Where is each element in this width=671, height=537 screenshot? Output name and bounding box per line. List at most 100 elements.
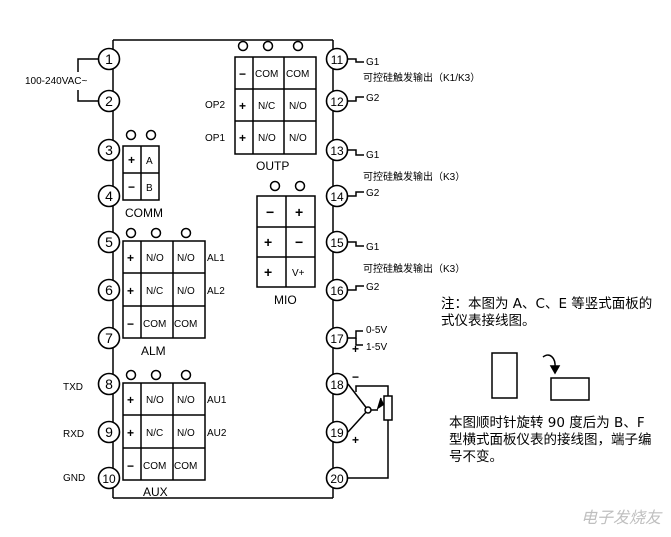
alm-side-2: AL2 — [207, 286, 225, 297]
mio-r3-c1: + — [264, 264, 272, 280]
alm-r2-c1: N/C — [146, 286, 163, 297]
outp-side-op2: OP2 — [205, 100, 225, 111]
terminal-17-circle — [325, 326, 349, 350]
aux-r2-c2: N/O — [177, 428, 195, 439]
terminal-2-circle — [97, 89, 121, 113]
g2-label-12: G2 — [366, 93, 380, 104]
comm-cell-b: B — [146, 183, 153, 194]
mio-r2-c1: + — [264, 234, 272, 250]
comm-title: COMM — [125, 206, 163, 220]
terminal-10-label: 10 — [102, 472, 116, 486]
right-stubs — [348, 58, 364, 346]
scr-output-k3-a: 可控硅触发输出（K3） — [363, 170, 465, 183]
terminal-14-label: 14 — [330, 190, 344, 204]
mio-r2-c2: − — [295, 234, 303, 250]
comm-block: + − A B COMM — [122, 129, 163, 220]
scr-output-k3-b: 可控硅触发输出（K3） — [363, 262, 465, 275]
terminal-5-circle — [97, 230, 121, 254]
terminal-6-label: 6 — [105, 282, 113, 298]
comm-sign-b: − — [128, 180, 135, 194]
terminal-11-label: 11 — [331, 53, 344, 67]
alm-sign-1: + — [127, 251, 134, 265]
left-terminals: 1 2 3 4 5 6 7 8 9 10 — [97, 47, 121, 490]
aux-side-2: AU2 — [207, 428, 227, 439]
aux-sign-1: + — [127, 393, 134, 407]
sensor-plus: + — [352, 433, 359, 447]
g1-label-13: G1 — [366, 150, 380, 161]
terminal-5-label: 5 — [105, 234, 113, 250]
aux-sign-3: − — [127, 459, 134, 473]
terminal-16-circle — [325, 278, 349, 302]
alm-block: + + − N/O N/O N/C N/O COM COM AL1 AL2 AL… — [122, 227, 225, 358]
terminal-8-label: 8 — [105, 376, 113, 392]
aux-sign-2: + — [127, 426, 134, 440]
aux-side-1: AU1 — [207, 395, 227, 406]
alm-side-1: AL1 — [207, 253, 225, 264]
terminal-18-circle — [325, 372, 349, 396]
g2-label-16: G2 — [366, 282, 380, 293]
terminal-4-circle — [97, 184, 121, 208]
terminal-9-label: 9 — [105, 424, 113, 440]
terminal-1-circle — [97, 47, 121, 71]
terminal-6-circle — [97, 278, 121, 302]
aux-r1-c2: N/O — [177, 395, 195, 406]
alm-r3-c1: COM — [143, 319, 166, 330]
alm-r2-c2: N/O — [177, 286, 195, 297]
outp-sign-1: − — [239, 67, 246, 81]
alm-r3-c2: COM — [174, 319, 197, 330]
outp-r2-c1: N/C — [258, 101, 275, 112]
outp-r1-c2: COM — [286, 69, 309, 80]
terminal-18-label: 18 — [330, 378, 344, 392]
outp-block: − + + COM COM N/C N/O N/O N/O OP2 OP1 OU… — [205, 40, 317, 173]
terminal-19-label: 19 — [330, 426, 344, 440]
terminal-7-label: 7 — [105, 330, 113, 346]
terminal-20-label: 20 — [330, 472, 344, 486]
outp-r3-c1: N/O — [258, 133, 276, 144]
terminal-4-label: 4 — [105, 188, 113, 204]
aux-block: + + − N/O N/O N/C N/O COM COM AU1 AU2 AU… — [122, 369, 227, 499]
power-wire — [77, 58, 98, 102]
mio-title: MIO — [274, 293, 297, 307]
outp-side-op1: OP1 — [205, 133, 225, 144]
terminal-9-circle — [97, 420, 121, 444]
comm-cell-a: A — [146, 156, 153, 167]
terminal-3-label: 3 — [105, 142, 113, 158]
alm-title: ALM — [141, 344, 166, 358]
v05-label: 0-5V — [366, 325, 387, 336]
terminal-20-circle — [325, 466, 349, 490]
terminal-11-circle — [325, 47, 349, 71]
aux-title: AUX — [143, 485, 168, 499]
terminal-2-label: 2 — [105, 93, 113, 109]
terminal-13-label: 13 — [330, 144, 344, 158]
sensor-minus: − — [352, 370, 359, 384]
vertical-panel-icon — [491, 352, 518, 399]
alm-sign-3: − — [127, 317, 134, 331]
comm-screw-1 — [125, 129, 137, 141]
panel-orientation-icons — [491, 352, 590, 401]
alm-sign-2: + — [127, 284, 134, 298]
gnd-label: GND — [63, 473, 85, 484]
watermark: 电子发烧友 — [580, 508, 661, 527]
terminal-17-label: 17 — [330, 332, 344, 346]
note-vertical-panel: 注：本图为 A、C、E 等竖式面板的式仪表接线图。 — [441, 296, 653, 329]
alm-r1-c1: N/O — [146, 253, 164, 264]
sensor-wiring — [347, 383, 393, 479]
v-plus: + — [352, 342, 359, 356]
power-label: 100-240VAC~ — [25, 76, 88, 87]
aux-r1-c1: N/O — [146, 395, 164, 406]
terminal-15-circle — [325, 230, 349, 254]
g1-label-15: G1 — [366, 242, 380, 253]
outp-r1-c1: COM — [255, 69, 278, 80]
terminal-13-circle — [325, 138, 349, 162]
mio-block: − + + − + V+ MIO — [256, 180, 316, 307]
aux-r3-c1: COM — [143, 461, 166, 472]
g1-label-11: G1 — [366, 57, 380, 68]
outp-title: OUTP — [256, 159, 289, 173]
mio-r1-c1: − — [266, 204, 274, 220]
outp-r3-c2: N/O — [289, 133, 307, 144]
outp-r2-c2: N/O — [289, 101, 307, 112]
terminal-1-label: 1 — [105, 51, 113, 67]
outp-sign-3: + — [239, 131, 246, 145]
rxd-label: RXD — [63, 429, 84, 440]
